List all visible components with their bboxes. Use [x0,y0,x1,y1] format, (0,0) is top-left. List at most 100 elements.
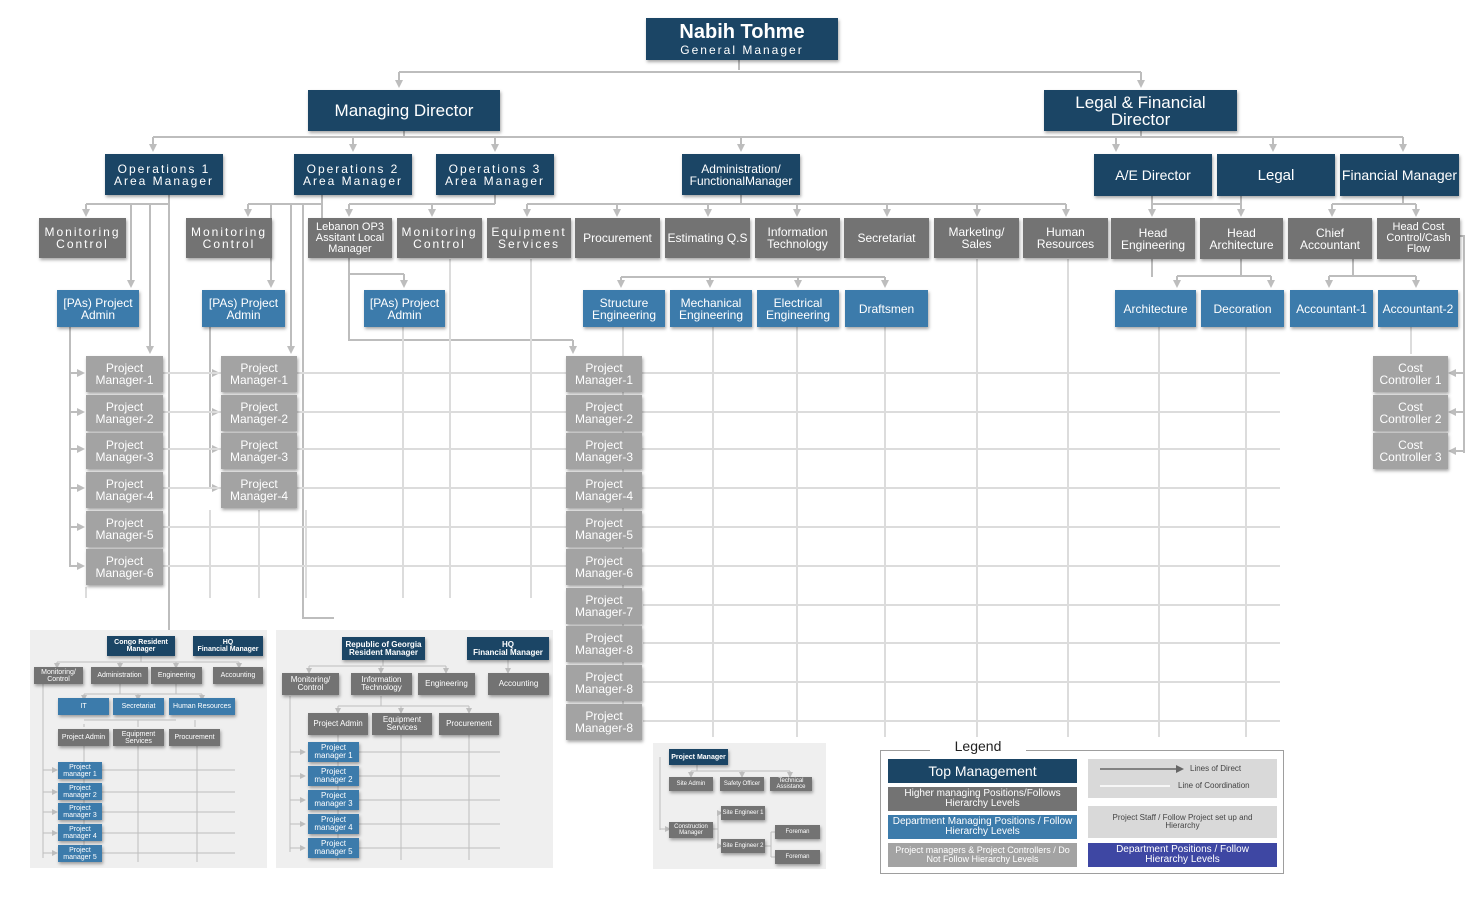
pm-panel-foreman-2: Foreman [775,850,820,864]
cost-controller-3: Cost Controller 3 [1373,433,1448,469]
pm-col1-2: Project Manager-2 [86,395,163,431]
accountant-1-box: Accountant-1 [1290,290,1373,327]
pm-col3-7: Project Manager-7 [566,588,642,624]
lebanon-op3-box: Lebanon OP3 Assitant Local Manager [308,218,392,258]
pm-panel-site-engineer-2: Site Engineer 2 [721,839,765,853]
administration-box: Administration/ FunctionalManager [682,154,800,195]
monitoring-control-2-box: Monitoring Control [186,218,272,258]
pm-col3-5: Project Manager-5 [566,511,642,547]
georgia-information-technology: Information Technology [351,673,412,695]
pm-panel-technical-assistance: Technical Assistance [770,777,812,791]
project-admin-3-box: [PAs) Project Admin [364,290,445,327]
congo-secretariat: Secretariat [113,698,164,715]
legal-box: Legal [1217,154,1335,196]
legend-higher-managing: Higher managing Positions/Follows Hierar… [888,787,1077,811]
pm-panel-foreman-1: Foreman [775,825,820,839]
project-admin-2-box: [PAs) Project Admin [202,290,285,327]
pm-col1-4: Project Manager-4 [86,472,163,508]
georgia-monitoring: Monitoring/ Control [282,673,339,695]
pm-col1-1: Project Manager-1 [86,356,163,392]
head-cost-control-box: Head Cost Control/Cash Flow [1377,218,1460,259]
congo-procurement: Procurement [169,729,220,746]
pm-col1-6: Project Manager-6 [86,549,163,585]
marketing-sales-box: Marketing/ Sales [934,218,1019,258]
pm-col2-4: Project Manager-4 [221,472,297,508]
estimating-qs-box: Estimating Q.S [665,218,750,258]
decoration-box: Decoration [1201,290,1284,327]
mechanical-engineering-box: Mechanical Engineering [670,290,752,327]
operations-3-box: Operations 3 Area Manager [436,154,554,195]
pm-panel-project-manager: Project Manager [669,749,728,765]
managing-director-box: Managing Director [308,90,500,131]
pm-col2-3: Project Manager-3 [221,433,297,469]
information-technology-box: Information Technology [755,218,840,258]
procurement-box: Procurement [575,218,660,258]
georgia-equipment-services: Equipment Services [372,713,432,735]
congo-resident-manager: Congo Resident Manager [107,636,175,656]
georgia-pm-2: Project manager 2 [308,766,359,786]
cost-controller-1: Cost Controller 1 [1373,356,1448,392]
pm-panel-safety-officer: Safety Officer [720,777,764,791]
cost-controller-2: Cost Controller 2 [1373,395,1448,431]
general-manager-box: Nabih Tohme General Manager [646,18,838,60]
congo-hq-financial-manager: HQ Financial Manager [193,636,263,656]
congo-project-admin: Project Admin [58,729,109,746]
legend-department-positions: Department Positions / Follow Hierarchy … [1088,843,1277,867]
pm-col3-4: Project Manager-4 [566,472,642,508]
operations-1-box: Operations 1 Area Manager [105,154,223,195]
human-resources-box: Human Resources [1023,218,1108,258]
congo-pm-5: Project manager 5 [58,845,102,862]
head-architecture-box: Head Architecture [1200,218,1283,259]
pm-col1-3: Project Manager-3 [86,433,163,469]
general-manager-title: General Manager [680,43,804,57]
pm-col3-9: Project Manager-8 [566,665,642,701]
georgia-project-admin: Project Admin [308,713,368,735]
georgia-pm-4: Project manager 4 [308,814,359,834]
legend-line-of-coordination: Line of Coordination [1178,781,1250,790]
electrical-engineering-box: Electrical Engineering [757,290,839,327]
monitoring-control-1-box: Monitoring Control [39,218,126,258]
georgia-accounting: Accounting [488,673,549,695]
legend-department-managing: Department Managing Positions / Follow H… [888,815,1077,839]
equipment-services-box: Equipment Services [487,218,571,258]
draftsmen-box: Draftsmen [845,290,928,327]
head-engineering-box: Head Engineering [1111,218,1195,259]
financial-manager-box: Financial Manager [1340,154,1459,196]
legal-financial-director-box: Legal & Financial Director [1044,90,1237,131]
congo-administration: Administration [91,667,148,684]
architecture-box: Architecture [1115,290,1196,327]
pm-panel-site-engineer-1: Site Engineer 1 [721,806,765,820]
pm-col3-3: Project Manager-3 [566,433,642,469]
congo-human-resources: Human Resources [169,698,235,715]
georgia-pm-3: Project manager 3 [308,790,359,810]
ae-director-box: A/E Director [1094,154,1212,196]
georgia-hq-financial-manager: HQ Financial Manager [467,637,549,660]
legend-top-management: Top Management [888,759,1077,783]
pm-col2-2: Project Manager-2 [221,395,297,431]
congo-pm-4: Project manager 4 [58,824,102,841]
georgia-pm-1: Project manager 1 [308,742,359,762]
congo-it: IT [58,698,109,715]
operations-2-box: Operations 2 Area Manager [294,154,412,195]
legend-title: Legend [930,738,1026,754]
pm-panel-site-admin: Site Admin [669,777,713,791]
georgia-resident-manager: Republic of Georgia Resident Manager [342,637,425,660]
monitoring-control-3-box: Monitoring Control [397,218,482,258]
structure-engineering-box: Structure Engineering [583,290,665,327]
pm-col3-1: Project Manager-1 [566,356,642,392]
secretariat-box: Secretariat [844,218,929,258]
pm-col3-8: Project Manager-8 [566,626,642,662]
legend-project-staff: Project Staff / Follow Project set up an… [1112,813,1253,830]
congo-accounting: Accounting [213,667,263,684]
chief-accountant-box: Chief Accountant [1288,218,1372,259]
pm-col1-5: Project Manager-5 [86,511,163,547]
accountant-2-box: Accountant-2 [1378,290,1458,327]
pm-col3-6: Project Manager-6 [566,549,642,585]
pm-col3-2: Project Manager-2 [566,395,642,431]
general-manager-name: Nabih Tohme [679,21,805,43]
georgia-pm-5: Project manager 5 [308,838,359,858]
congo-pm-1: Project manager 1 [58,762,102,779]
legend-staff-sample-panel [1088,806,1277,838]
congo-pm-2: Project manager 2 [58,783,102,800]
